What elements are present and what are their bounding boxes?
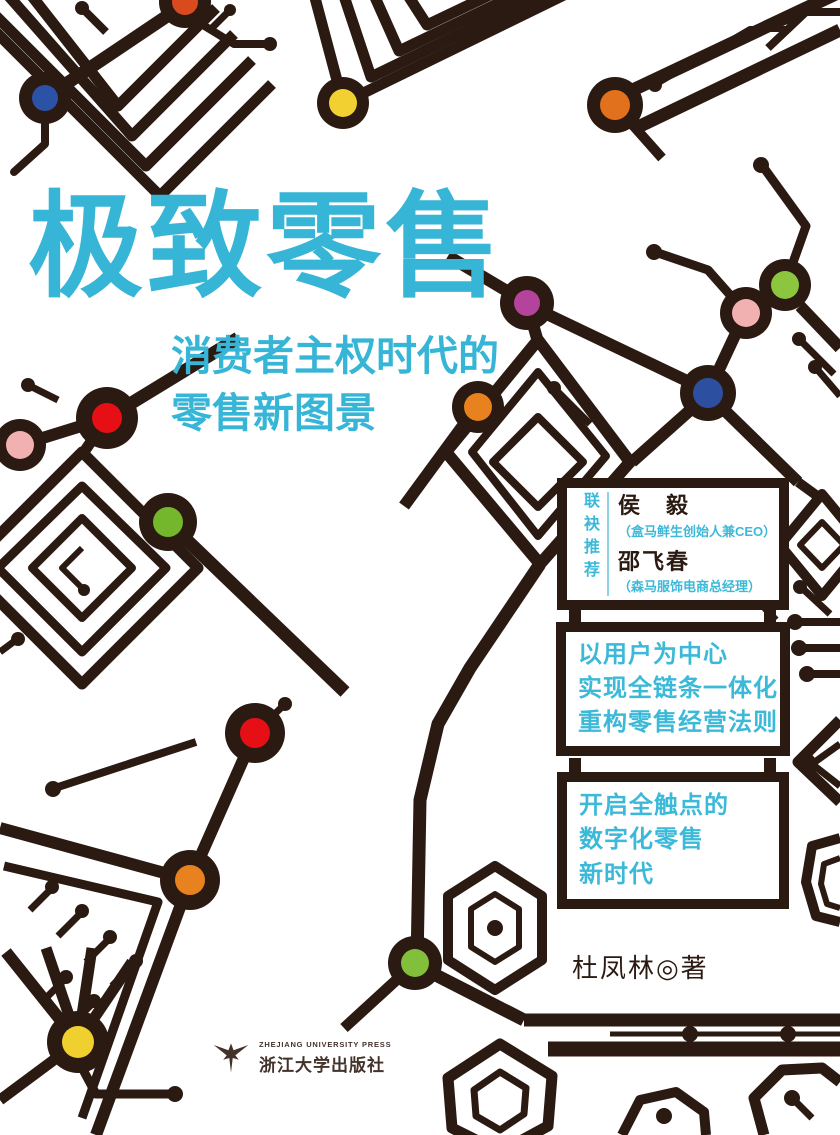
- publisher-eagle-icon: [213, 1043, 249, 1073]
- pad-green: [139, 493, 197, 551]
- pad-orange: [160, 850, 220, 910]
- selling-point-2-line-3: 新时代: [579, 860, 654, 888]
- selling-point-2-line-1: 开启全触点的: [579, 792, 729, 820]
- pad-green: [759, 259, 811, 311]
- pad-blue: [19, 72, 71, 124]
- pad-orange: [452, 381, 504, 433]
- pad-red: [225, 703, 285, 763]
- publisher-names: ZHEJIANG UNIVERSITY PRESS 浙江大学出版社: [259, 1040, 391, 1076]
- recommendation-label: 联袂推荐: [577, 492, 609, 596]
- author-credit: 杜凤林◎著: [572, 953, 709, 983]
- pad-green: [388, 936, 442, 990]
- selling-point-1-line-2: 实现全链条一体化: [578, 674, 778, 702]
- recommenders: 侯 毅 （盒马鲜生创始人兼CEO） 邵飞春 （森马服饰电商总经理）: [618, 493, 776, 595]
- selling-point-box-1: 以用户为中心 实现全链条一体化 重构零售经营法则: [556, 622, 790, 756]
- pad-orange: [587, 77, 643, 133]
- selling-point-1-line-1: 以用户为中心: [578, 640, 728, 668]
- pad-pink: [720, 287, 772, 339]
- recommender-2-name: 邵飞春: [618, 548, 691, 574]
- publisher-name-en: ZHEJIANG UNIVERSITY PRESS: [259, 1040, 392, 1049]
- recommender-2-title: （森马服饰电商总经理）: [618, 578, 762, 594]
- publisher-block: ZHEJIANG UNIVERSITY PRESS 浙江大学出版社: [212, 1040, 391, 1076]
- selling-point-2-line-2: 数字化零售: [579, 826, 704, 854]
- pad-red: [76, 387, 138, 449]
- pad-pink: [0, 419, 46, 471]
- pad-magenta: [500, 276, 554, 330]
- subtitle-line-2: 零售新图景: [171, 389, 376, 436]
- recommender-1-name: 侯 毅: [618, 493, 691, 519]
- selling-point-box-2: 开启全触点的 数字化零售 新时代: [557, 772, 789, 909]
- pad-redorange: [159, 0, 211, 28]
- publisher-name-cn: 浙江大学出版社: [259, 1056, 385, 1075]
- recommender-1-title: （盒马鲜生创始人兼CEO）: [618, 523, 777, 539]
- book-subtitle: 消费者主权时代的 零售新图景: [171, 328, 499, 441]
- selling-point-1-line-3: 重构零售经营法则: [578, 709, 778, 737]
- pad-blue: [680, 365, 736, 421]
- recommendation-box: 联袂推荐 侯 毅 （盒马鲜生创始人兼CEO） 邵飞春 （森马服饰电商总经理）: [557, 478, 789, 610]
- pad-yellow: [47, 1011, 109, 1073]
- book-title: 极致零售: [28, 183, 505, 311]
- circuit-pads: [0, 0, 811, 1073]
- pad-yellow: [317, 77, 369, 129]
- subtitle-line-1: 消费者主权时代的: [171, 333, 499, 379]
